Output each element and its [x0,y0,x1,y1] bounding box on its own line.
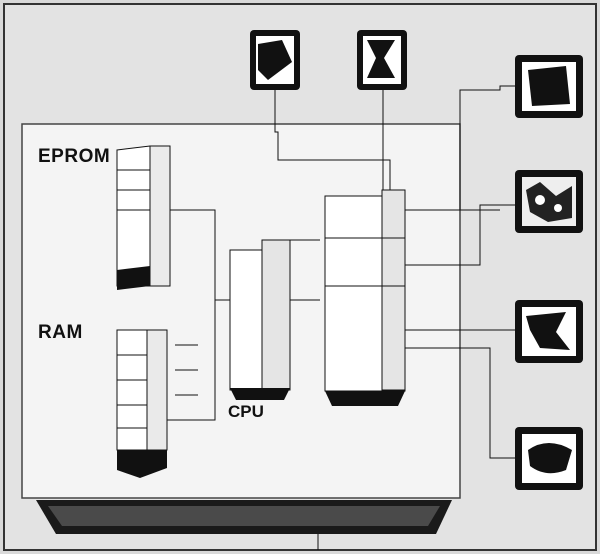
cpu-label: CPU [228,402,264,421]
ram-stack [116,329,168,478]
connection-lines [166,85,515,459]
ram-label: RAM [38,322,83,343]
eprom-label: EPROM [38,146,111,167]
device-icon-right-4 [515,427,583,490]
cpu-block [229,239,291,400]
io-stack [324,189,406,406]
device-icon-top-left [250,30,300,90]
device-icon-right-2 [515,170,583,233]
device-icon-top-center [357,30,407,90]
bus-bar [36,500,452,550]
device-icon-right-3 [515,300,583,363]
eprom-stack [116,145,171,290]
device-icon-right-1 [515,55,583,118]
